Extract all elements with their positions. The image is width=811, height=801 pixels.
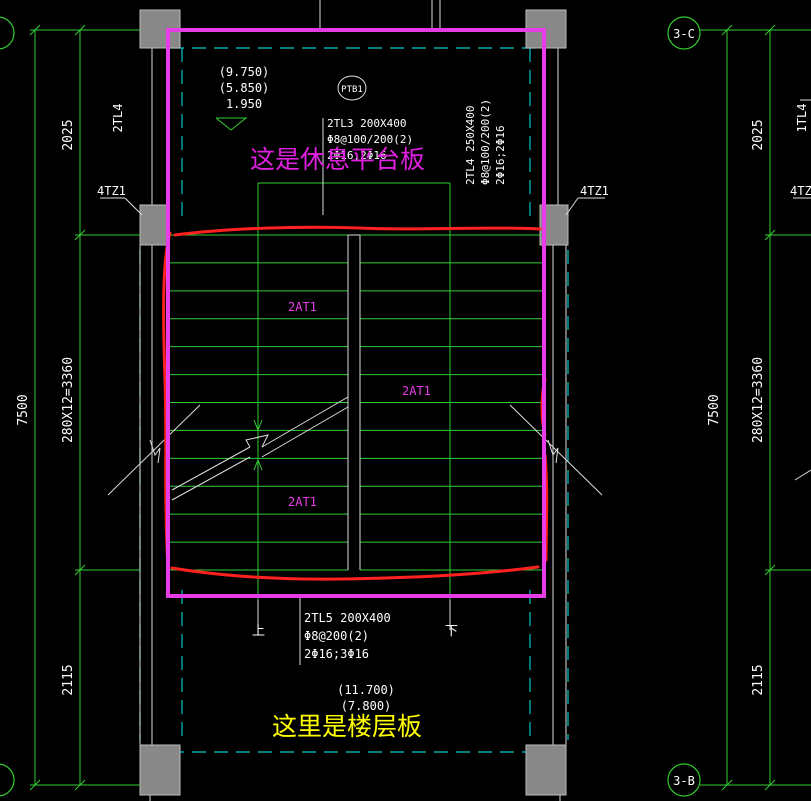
dim-top-left: 2025 [61, 119, 76, 150]
svg-text:Φ8@100/200(2): Φ8@100/200(2) [479, 99, 492, 185]
section-cut-lines [107, 404, 603, 496]
svg-text:2Φ16;2Φ16: 2Φ16;2Φ16 [327, 149, 387, 162]
svg-text:2Φ16;3Φ16: 2Φ16;3Φ16 [304, 647, 369, 661]
red-markup-outline [162, 225, 549, 581]
dim-bottom-left: 2115 [61, 664, 76, 695]
floor-note: 这里是楼层板 [272, 712, 422, 741]
wall-outlines [139, 0, 567, 801]
floor-elevations: (11.700) (7.800) [337, 683, 395, 713]
dim-total-left: 7500 [16, 394, 31, 425]
column-bottom-right [525, 744, 567, 796]
platform-frame [166, 28, 546, 598]
up-label: 上 [252, 624, 265, 639]
platform-lines [257, 182, 451, 620]
svg-text:Φ8@200(2): Φ8@200(2) [304, 629, 369, 643]
platform-note: 这是休息平台板 [250, 145, 425, 174]
svg-text:(9.750): (9.750) [219, 65, 270, 79]
svg-text:2AT1: 2AT1 [402, 384, 431, 398]
svg-text:2AT1: 2AT1 [288, 300, 317, 314]
svg-text:1.950: 1.950 [226, 97, 262, 111]
svg-text:PTB1: PTB1 [341, 85, 363, 95]
svg-text:(5.850): (5.850) [219, 81, 270, 95]
svg-text:3-B: 3-B [673, 774, 695, 788]
column-bottom-left [139, 744, 181, 796]
left-axis-bubbles [0, 16, 15, 797]
column-mid-left [139, 204, 169, 246]
beam-tl4-label: 2TL4 250X400 Φ8@100/200(2) 2Φ16;2Φ16 [464, 99, 507, 185]
up-down-arrows [257, 600, 451, 630]
beam-label-left-tl4: 2TL4 [111, 104, 125, 133]
stair-treads [170, 234, 542, 571]
elevation-mark [215, 117, 248, 131]
dim-middle-right: 280X12=3360 [751, 357, 766, 443]
stair-well [347, 234, 361, 570]
beam-label-right-tl4: 1TL4 [795, 104, 809, 133]
left-dimension-chain [29, 24, 140, 791]
label-leaders [100, 197, 811, 216]
svg-text:2AT1: 2AT1 [288, 495, 317, 509]
svg-text:2TL5 200X400: 2TL5 200X400 [304, 611, 391, 625]
dim-bottom-right: 2115 [751, 664, 766, 695]
svg-text:3-C: 3-C [673, 27, 695, 41]
axis-bubble-top-right: 3-C [667, 16, 701, 50]
dim-total-right: 7500 [707, 394, 722, 425]
dim-middle-left: 280X12=3360 [61, 357, 76, 443]
column-label-right: 4TZ1 [580, 184, 609, 198]
down-label: 下 [445, 624, 458, 639]
right-dimension-chain [700, 24, 811, 791]
svg-text:2Φ16;2Φ16: 2Φ16;2Φ16 [494, 125, 507, 185]
dim-top-right: 2025 [751, 119, 766, 150]
walk-arrow [253, 410, 263, 471]
flight-labels: 2AT1 2AT1 2AT1 [288, 300, 431, 509]
right-partial-walls [794, 99, 811, 481]
beam-tl5-label: 2TL5 200X400 Φ8@200(2) 2Φ16;3Φ16 [304, 611, 391, 661]
column-label-far-right: 4TZ1 [790, 184, 811, 198]
break-line [171, 396, 349, 501]
axis-bubble-bottom-right: 3-B [667, 763, 701, 797]
column-label-left: 4TZ1 [97, 184, 126, 198]
svg-text:(11.700): (11.700) [337, 683, 395, 697]
svg-text:(7.800): (7.800) [341, 699, 392, 713]
beam-tl3-label: 2TL3 200X400 Φ8@100/200(2) 2Φ16;2Φ16 [327, 117, 413, 162]
svg-text:2TL4 250X400: 2TL4 250X400 [464, 106, 477, 185]
svg-text:2TL3 200X400: 2TL3 200X400 [327, 117, 406, 130]
svg-text:Φ8@100/200(2): Φ8@100/200(2) [327, 133, 413, 146]
ptb-tag: PTB1 [337, 75, 367, 101]
platform-elevations: (9.750) (5.850) 1.950 [219, 65, 270, 111]
